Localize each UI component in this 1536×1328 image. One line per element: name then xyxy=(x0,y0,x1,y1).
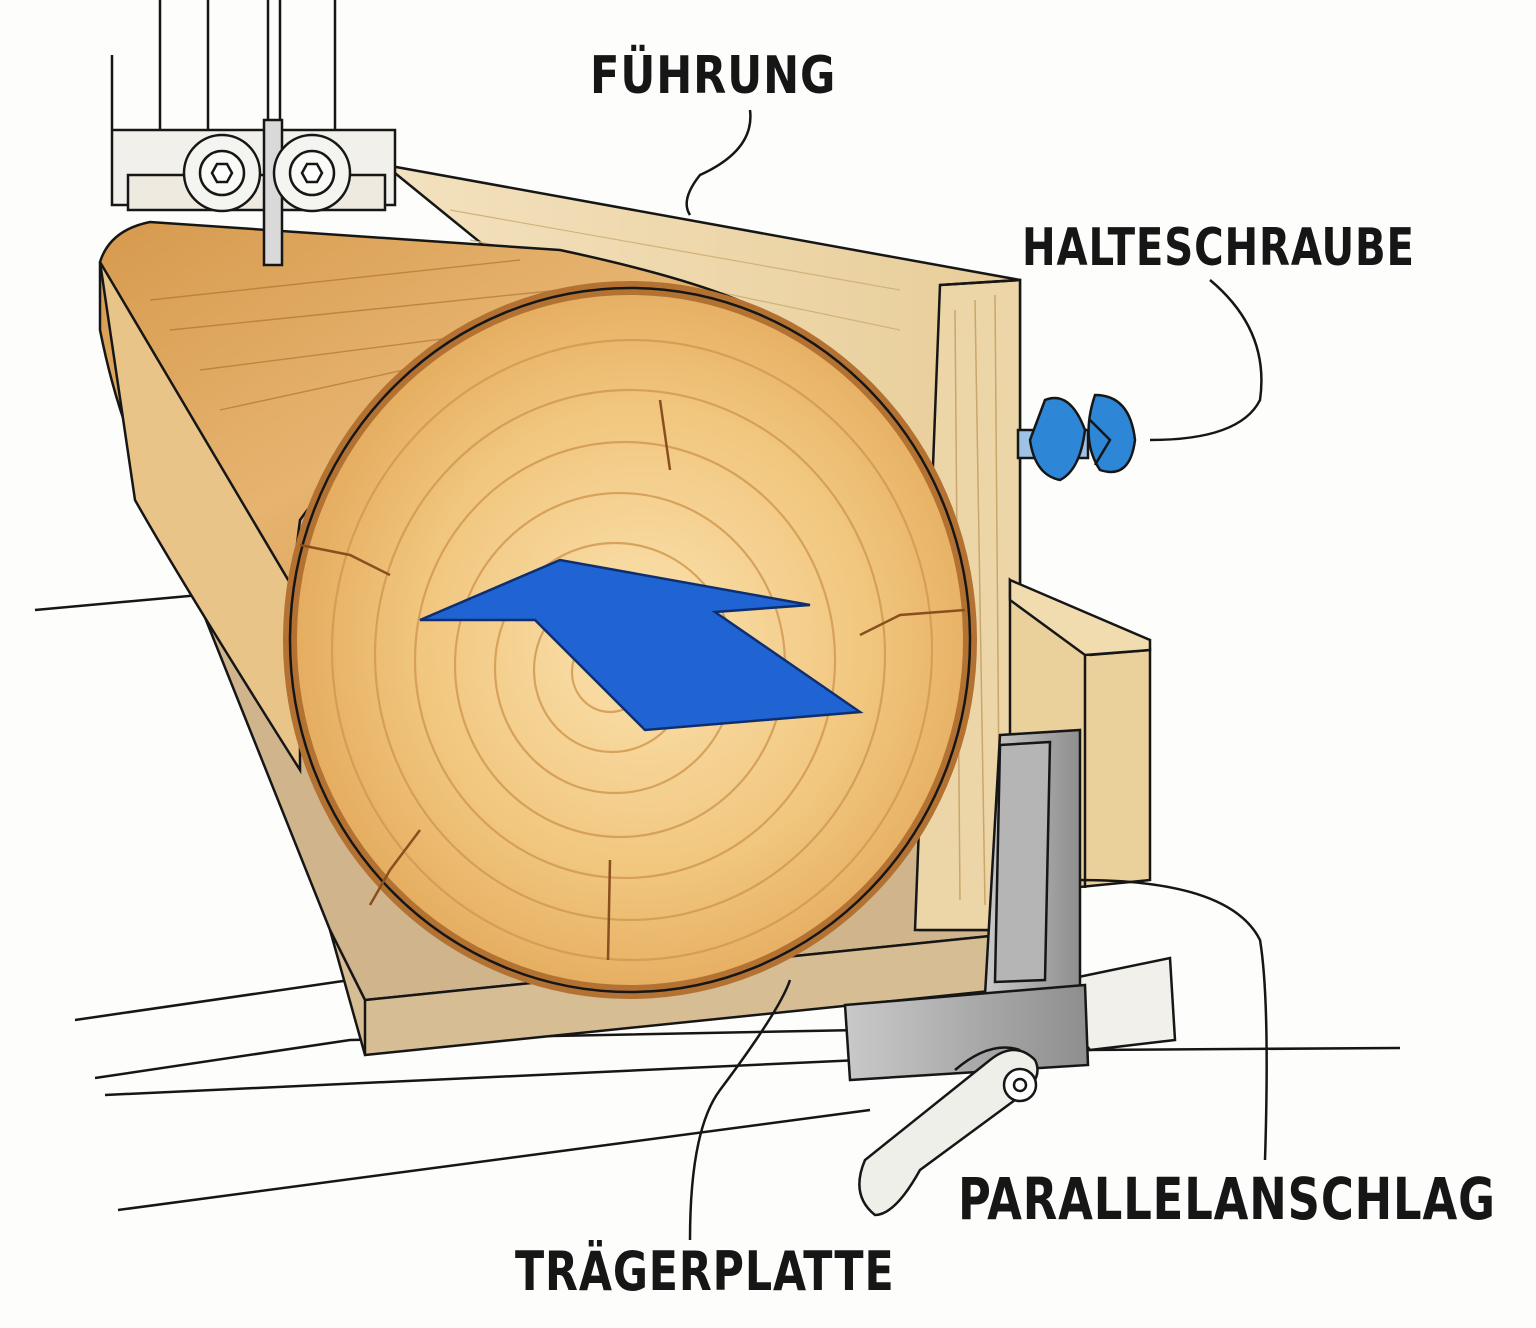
saw-table xyxy=(34,593,1401,1212)
label-holding-screw: HALTESCHRAUBE xyxy=(1022,218,1415,278)
label-parallel-stop: PARALLELANSCHLAG xyxy=(958,1165,1496,1233)
leader-parallel-stop xyxy=(1079,878,1268,1161)
feed-direction-arrow-icon xyxy=(419,558,864,732)
label-carrier-plate: TRÄGERPLATTE xyxy=(515,1240,895,1303)
parallel-stop xyxy=(843,728,1090,1082)
bearing-roller-icon xyxy=(182,133,352,213)
label-guide: FÜHRUNG xyxy=(590,46,837,106)
clamping-lever-icon xyxy=(858,1046,1039,1217)
leader-holding-screw xyxy=(1149,279,1263,442)
screw-clamp-icon xyxy=(1016,393,1137,482)
leader-lines xyxy=(685,109,1268,1241)
leader-guide xyxy=(685,109,752,216)
leader-carrier-plate xyxy=(688,979,792,1241)
